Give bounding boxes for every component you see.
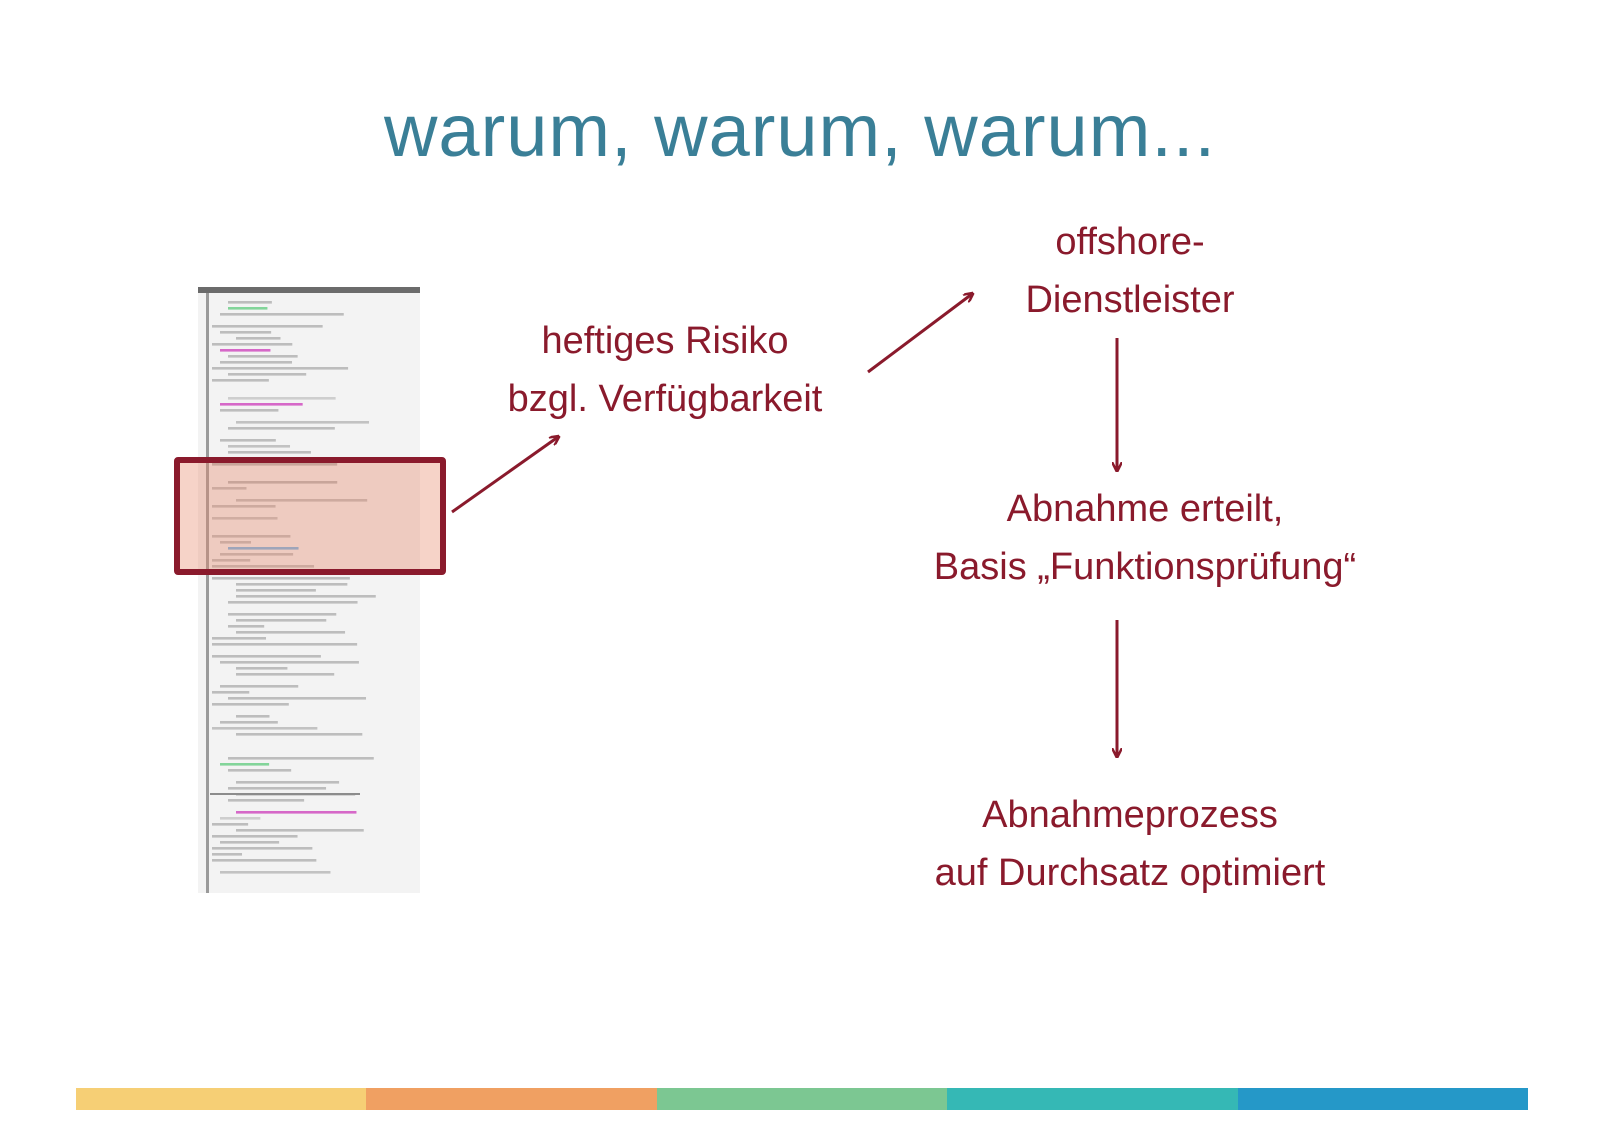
code-line (220, 541, 252, 544)
code-line (220, 313, 344, 316)
code-screenshot-thumbnail (198, 287, 420, 893)
code-line (220, 841, 280, 844)
code-line (228, 445, 291, 448)
code-line (228, 301, 272, 304)
code-line (212, 565, 315, 568)
code-line (220, 661, 359, 664)
code-line (212, 463, 338, 466)
code-line (212, 577, 350, 580)
code-line (220, 817, 261, 820)
code-line (228, 613, 337, 616)
code-line (228, 373, 307, 376)
code-line (228, 307, 268, 310)
code-line (228, 697, 367, 700)
code-line (220, 331, 272, 334)
abnahme-label: Abnahme erteilt, Basis „Funktionsprüfung… (860, 480, 1430, 596)
code-line (236, 589, 316, 592)
code-line (212, 637, 267, 640)
code-line (212, 505, 276, 508)
prozess-line-2: auf Durchsatz optimiert (934, 852, 1326, 894)
code-line (212, 517, 278, 520)
code-line (236, 583, 348, 586)
code-line (236, 595, 376, 598)
code-line (220, 403, 303, 406)
prozess-line-1: Abnahmeprozess (982, 794, 1278, 836)
offshore-line-2: Dienstleister (1025, 279, 1235, 321)
code-line (236, 673, 335, 676)
code-line (212, 823, 249, 826)
code-line (228, 757, 374, 760)
code-line (228, 397, 336, 400)
footer-bar-segment-2 (366, 1088, 657, 1110)
code-line (220, 871, 331, 874)
abnahme-line-2: Basis „Funktionsprüfung“ (933, 546, 1357, 588)
code-line (212, 343, 293, 346)
code-line (228, 601, 358, 604)
offshore-label: offshore- Dienstleister (930, 213, 1330, 329)
code-line (212, 847, 313, 850)
code-line (236, 811, 357, 814)
code-line (228, 481, 338, 484)
code-line (212, 853, 243, 856)
footer-color-bar (76, 1088, 1529, 1110)
footer-bar-segment-3 (656, 1088, 948, 1110)
code-line (212, 691, 250, 694)
code-line (228, 799, 305, 802)
offshore-line-1: offshore- (1055, 221, 1205, 263)
code-gutter (206, 293, 209, 893)
code-line (236, 631, 346, 634)
code-pane-separator (210, 793, 360, 795)
code-line (236, 499, 368, 502)
code-line (220, 763, 270, 766)
prozess-label: Abnahmeprozess auf Durchsatz optimiert (860, 786, 1400, 902)
risk-line-1: heftiges Risiko (541, 320, 789, 362)
code-line (236, 781, 340, 784)
code-line (236, 715, 270, 718)
code-line (212, 727, 318, 730)
code-line (212, 367, 349, 370)
code-line (228, 547, 299, 550)
code-line (220, 721, 278, 724)
code-highlight-box (174, 457, 446, 575)
code-line (228, 787, 327, 790)
code-line (212, 835, 298, 838)
code-line (220, 349, 271, 352)
code-line (220, 553, 294, 556)
code-line (236, 337, 281, 340)
code-line (236, 619, 327, 622)
code-line (236, 829, 364, 832)
footer-bar-segment-5 (1237, 1088, 1529, 1110)
code-line (212, 643, 358, 646)
footer-bar-segment-1 (76, 1088, 367, 1110)
code-line (228, 451, 311, 454)
footer-bar-segment-4 (947, 1088, 1238, 1110)
code-line (212, 655, 321, 658)
risk-line-2: bzgl. Verfügbarkeit (507, 378, 823, 420)
code-line (212, 325, 323, 328)
code-line (220, 685, 299, 688)
code-line (236, 733, 363, 736)
code-line (212, 859, 317, 862)
code-line (212, 703, 289, 706)
code-line (220, 409, 279, 412)
code-line (228, 355, 298, 358)
code-line (212, 535, 291, 538)
code-line (228, 769, 292, 772)
slide-title: warum, warum, warum... (383, 89, 1217, 172)
code-line (228, 625, 265, 628)
code-line (220, 439, 276, 442)
code-line (212, 487, 247, 490)
code-line (228, 427, 335, 430)
code-line (236, 667, 288, 670)
code-line (212, 559, 251, 562)
arrow-risk-to-offshore (867, 294, 972, 374)
code-line (236, 421, 370, 424)
code-line (212, 379, 269, 382)
code-line (220, 361, 293, 364)
abnahme-line-1: Abnahme erteilt, (1006, 488, 1284, 530)
risk-label: heftiges Risiko bzgl. Verfügbarkeit (455, 312, 875, 428)
arrow-box-to-risk (451, 437, 558, 514)
